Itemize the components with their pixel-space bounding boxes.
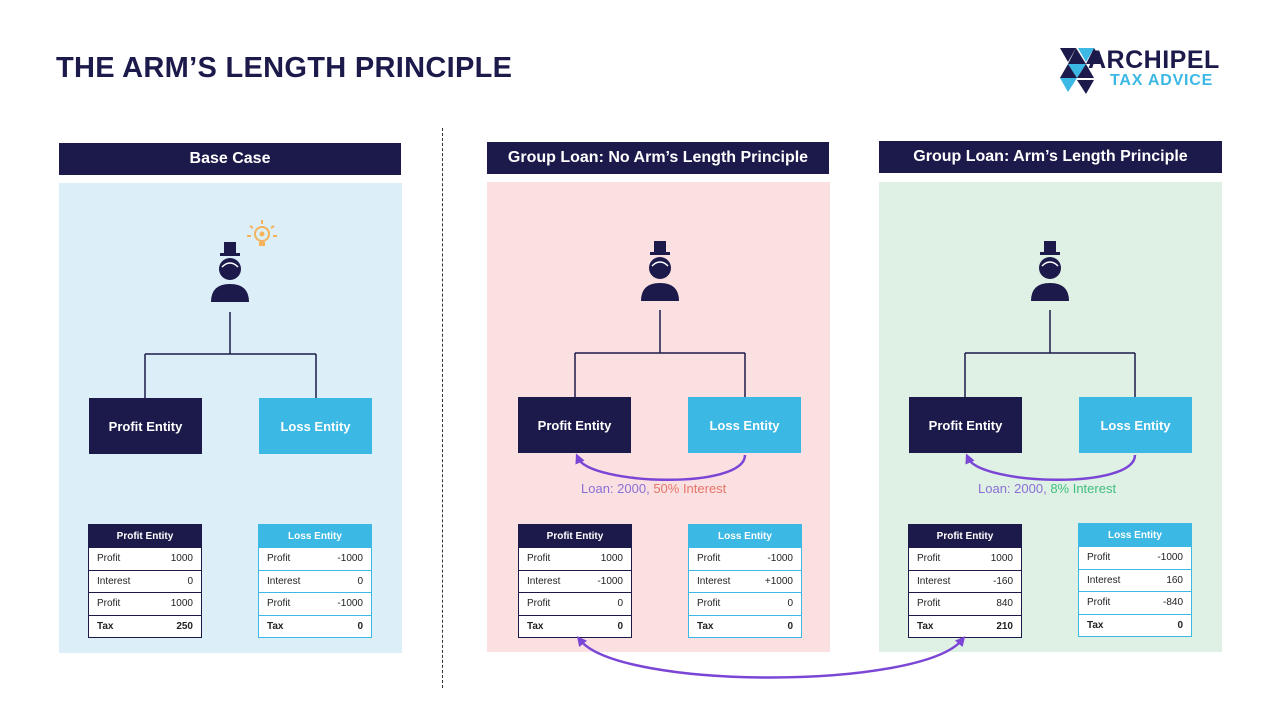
table-header: Profit Entity — [88, 524, 202, 548]
panel-header-no-arms-length: Group Loan: No Arm’s Length Principle — [487, 142, 829, 174]
loan-amount: Loan: 2000, — [581, 481, 650, 496]
comparison-arrow — [576, 636, 966, 679]
archipel-logo: ARCHIPEL TAX ADVICE — [1058, 44, 1238, 100]
owner-person-icon — [211, 242, 249, 302]
owner-person-icon — [641, 241, 679, 301]
loan-arrow-arms-length — [965, 453, 1137, 481]
logo-triangles-icon — [1060, 48, 1104, 94]
profit-entity-box: Profit Entity — [909, 397, 1022, 453]
loss-entity-box: Loss Entity — [688, 397, 801, 453]
table-row: Interest+1000 — [688, 569, 802, 593]
table-header: Profit Entity — [908, 524, 1022, 548]
loss-entity-box: Loss Entity — [1079, 397, 1192, 453]
table-row: Interest-1000 — [518, 569, 632, 593]
logo-text-top: ARCHIPEL — [1088, 46, 1220, 74]
profit-entity-box: Profit Entity — [89, 398, 202, 454]
logo-text-bottom: TAX ADVICE — [1110, 72, 1214, 89]
panel-header-arms-length: Group Loan: Arm’s Length Principle — [879, 141, 1222, 173]
table-header: Loss Entity — [1078, 523, 1192, 547]
table-header: Loss Entity — [258, 524, 372, 548]
slide-title: THE ARM’S LENGTH PRINCIPLE — [56, 52, 513, 84]
loan-amount: Loan: 2000, — [978, 481, 1047, 496]
loan-label: Loan: 2000, 8% Interest — [978, 481, 1116, 496]
loan-rate: 50% Interest — [653, 481, 727, 496]
table-row: Profit-840 — [1078, 591, 1192, 614]
table-header: Loss Entity — [688, 524, 802, 548]
table-row: Profit-1000 — [688, 547, 802, 570]
loss-entity-table: Loss Entity Profit-1000 Interest+1000 Pr… — [688, 524, 802, 638]
owner-person-icon — [1031, 241, 1069, 301]
section-divider — [442, 128, 443, 688]
loan-rate: 8% Interest — [1050, 481, 1117, 496]
loan-label: Loan: 2000, 50% Interest — [581, 481, 726, 496]
table-row: Profit-1000 — [258, 592, 372, 615]
table-row: Interest-160 — [908, 569, 1022, 593]
table-row: Profit-1000 — [258, 547, 372, 570]
table-header: Profit Entity — [518, 524, 632, 548]
loss-entity-box: Loss Entity — [259, 398, 372, 454]
profit-entity-box: Profit Entity — [518, 397, 631, 453]
panel-header-base-case: Base Case — [59, 143, 401, 175]
lightbulb-icon — [247, 220, 277, 246]
table-row: Profit-1000 — [1078, 546, 1192, 569]
loan-arrow-no-arms-length — [575, 453, 747, 481]
